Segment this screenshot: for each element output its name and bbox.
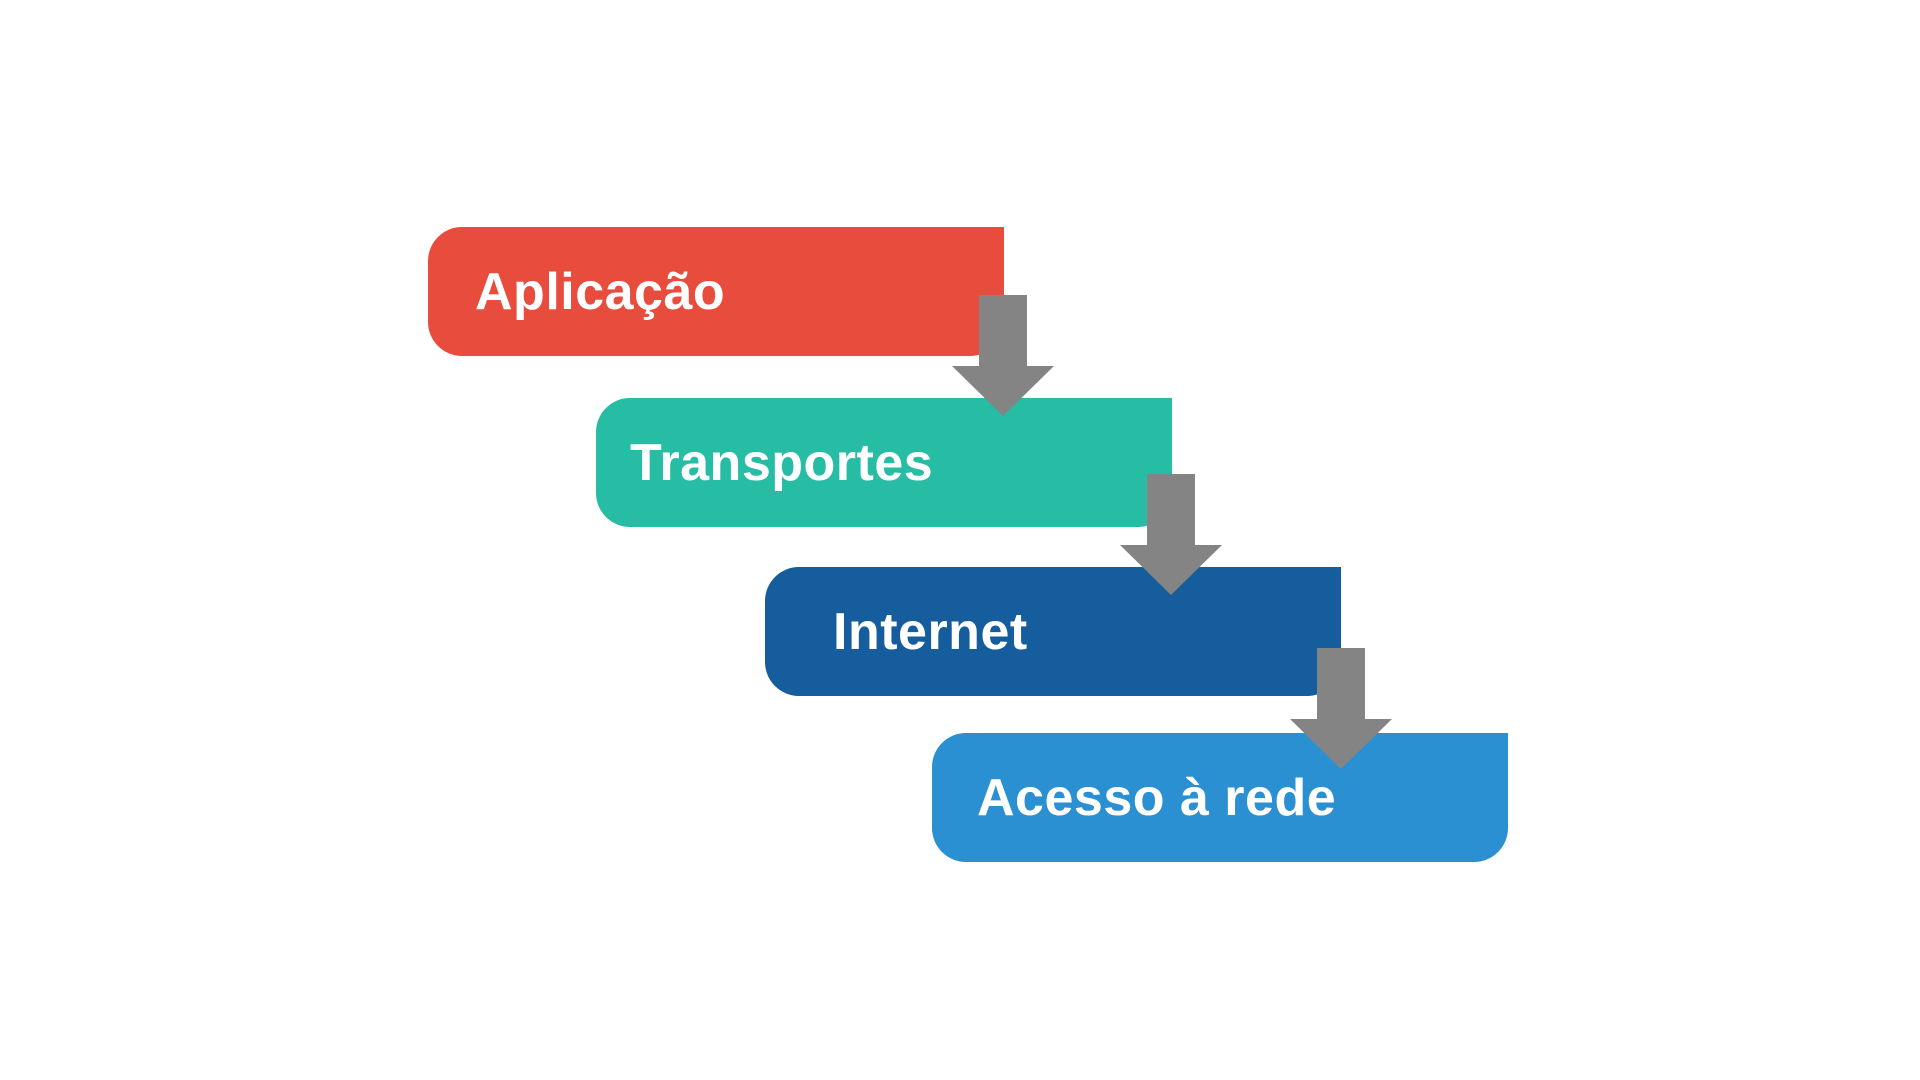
layer-internet-label: Internet xyxy=(833,602,1028,661)
layer-network-access: Acesso à rede xyxy=(932,733,1508,862)
layer-network-access-label: Acesso à rede xyxy=(977,768,1337,827)
layer-transport-label: Transportes xyxy=(630,433,934,492)
layer-application: Aplicação xyxy=(428,227,1004,356)
down-arrow-icon xyxy=(1290,648,1392,769)
layer-internet: Internet xyxy=(765,567,1341,696)
down-arrow-icon xyxy=(952,295,1054,416)
layer-transport: Transportes xyxy=(596,398,1172,527)
down-arrow-icon xyxy=(1120,474,1222,595)
layer-application-label: Aplicação xyxy=(475,262,726,321)
